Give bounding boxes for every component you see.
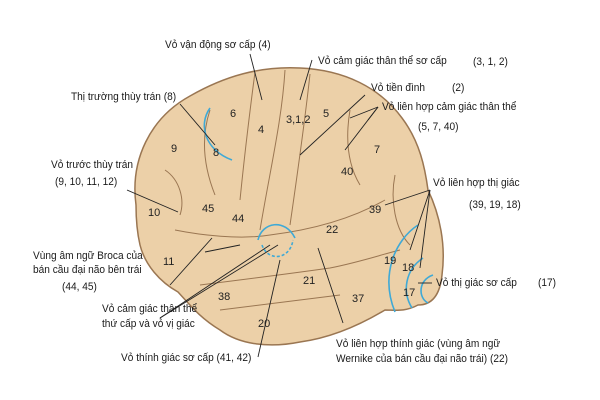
sulci <box>164 69 411 311</box>
label-vestibular: Vỏ tiền đình <box>371 82 426 94</box>
label-secondary-somato-line2: thứ cấp và vỏ vị giác <box>102 318 195 330</box>
area-11: 11 <box>163 256 175 268</box>
area-18-boundary <box>405 257 424 309</box>
label-primary-visual: Vỏ thị giác sơ cấp <box>436 277 517 289</box>
area-6: 6 <box>230 108 237 120</box>
label-broca-line2: bán cầu đại não bên trái <box>33 264 142 276</box>
area-7: 7 <box>374 144 381 156</box>
label-somatosensory-assoc-areas: (5, 7, 40) <box>418 121 459 133</box>
area-18: 18 <box>402 262 415 274</box>
area-3-1-2: 3,1,2 <box>286 114 311 126</box>
area-17: 17 <box>403 287 416 299</box>
area-17-boundary <box>420 274 434 304</box>
label-primary-motor: Vỏ vận động sơ cấp (4) <box>165 39 271 51</box>
highlight-boundaries <box>203 107 434 313</box>
area-4: 4 <box>258 124 265 136</box>
area-5: 5 <box>323 108 330 120</box>
label-primary-somatosensory-areas: (3, 1, 2) <box>473 56 508 68</box>
label-broca-areas: (44, 45) <box>62 281 97 293</box>
area-38: 38 <box>218 291 231 303</box>
label-vestibular-area: (2) <box>452 82 465 94</box>
area-40: 40 <box>341 166 354 178</box>
auditory-boundary <box>257 223 296 241</box>
area-21: 21 <box>303 275 316 287</box>
auditory-inner-boundary <box>261 239 294 258</box>
area-22: 22 <box>326 224 339 236</box>
label-primary-somatosensory: Vỏ cảm giác thân thể sơ cấp <box>318 55 447 67</box>
label-broca-line1: Vùng âm ngữ Broca của <box>33 250 143 262</box>
area-8: 8 <box>213 147 220 159</box>
area-19: 19 <box>384 255 397 267</box>
label-frontal-eye-field: Thị trường thùy trán (8) <box>71 91 177 103</box>
area-8-boundary <box>203 107 233 161</box>
leader-lines <box>126 53 432 358</box>
area-44: 44 <box>232 213 245 225</box>
label-auditory-assoc-line2: Wernike của bán cầu đại não trái) (22) <box>336 353 508 365</box>
label-visual-assoc: Vỏ liên hợp thị giác <box>433 177 520 189</box>
label-primary-auditory: Vỏ thính giác sơ cấp (41, 42) <box>121 352 252 364</box>
area-45: 45 <box>202 203 215 215</box>
label-visual-assoc-areas: (39, 19, 18) <box>469 199 521 211</box>
label-primary-visual-area: (17) <box>538 277 556 289</box>
area-19-boundary <box>388 224 419 313</box>
label-somatosensory-assoc: Vỏ liên hợp cảm giác thân thể <box>382 101 517 113</box>
label-prefrontal-areas: (9, 10, 11, 12) <box>55 176 118 188</box>
area-20: 20 <box>258 318 271 330</box>
area-39: 39 <box>369 204 382 216</box>
area-9: 9 <box>171 143 178 155</box>
label-secondary-somato-line1: Vỏ cảm giác thân thể <box>102 303 198 315</box>
label-auditory-assoc-line1: Vỏ liên hợp thính giác (vùng âm ngữ <box>336 338 501 350</box>
label-prefrontal: Vỏ trước thùy trán <box>51 159 134 171</box>
area-10: 10 <box>148 207 161 219</box>
area-37: 37 <box>352 293 365 305</box>
